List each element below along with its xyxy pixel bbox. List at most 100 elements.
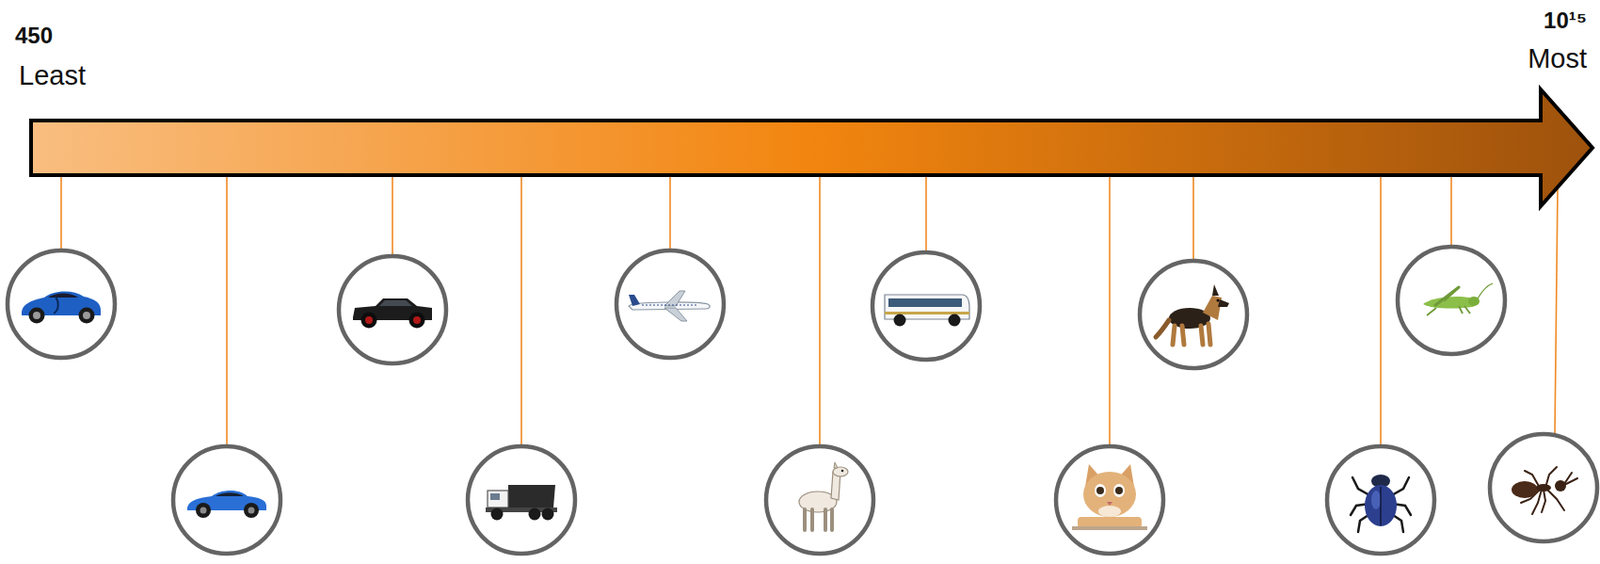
icon-circles — [7, 246, 1598, 554]
cat-icon-part — [1106, 501, 1113, 506]
scale-maximum-label: Most — [1527, 43, 1587, 75]
leader-lines-part — [225, 176, 228, 447]
icon-circles-part — [872, 252, 980, 360]
dog-icon-part — [1202, 295, 1222, 320]
ant-icon — [1511, 466, 1578, 514]
dump-truck-icon-part — [542, 508, 555, 521]
beetle-icon-part — [1379, 486, 1382, 526]
llama-icon-part — [804, 509, 832, 530]
coach-bus-icon-part — [894, 314, 907, 327]
grasshopper-icon — [1423, 283, 1493, 316]
hypercar-icon-part — [48, 293, 79, 299]
sports-car-icon-part — [215, 492, 244, 496]
ant-icon-part — [1536, 483, 1552, 492]
cat-icon-part — [1098, 505, 1121, 517]
dog-icon-part — [1155, 320, 1169, 337]
dog-icon-part-part — [1172, 325, 1175, 345]
dog-icon-part-part — [1208, 323, 1211, 345]
icon-circles-part — [173, 446, 281, 554]
llama-icon-part-part — [810, 509, 815, 530]
icon-circles-part — [766, 446, 874, 554]
icon-circles-part — [1139, 260, 1248, 368]
cat-icon-part — [1096, 486, 1104, 495]
leader-lines-part — [60, 176, 63, 251]
coach-bus-icon-part — [888, 298, 962, 307]
dog-icon-part — [1172, 323, 1211, 345]
dog-icon-part — [1217, 299, 1230, 307]
grasshopper-icon-part — [1423, 296, 1477, 309]
hypercar-icon-part — [82, 311, 91, 320]
sports-car-icon-part — [243, 502, 259, 518]
dump-truck-icon-part — [508, 484, 556, 508]
leader-lines — [61, 176, 1558, 447]
dump-truck-icon — [485, 484, 558, 521]
icon-circles-part — [1056, 446, 1164, 554]
dog-icon-part-part — [1200, 325, 1203, 345]
llama-icon-part — [833, 462, 838, 468]
leader-lines-part — [818, 176, 821, 447]
ant-icon-part — [1511, 480, 1538, 498]
cat-icon — [1072, 464, 1148, 530]
icon-circles-part — [1327, 446, 1435, 554]
ant-icon-part — [1554, 480, 1567, 492]
grasshopper-icon-part — [1426, 305, 1471, 316]
cat-icon-part — [1072, 526, 1148, 530]
muscle-car-icon-part — [361, 312, 378, 329]
icon-circles-part — [338, 256, 447, 364]
airplane-icon-part — [664, 290, 686, 306]
sports-car-icon-part — [248, 507, 256, 514]
cat-icon-part — [1094, 483, 1106, 497]
leader-lines-part — [520, 176, 523, 447]
dump-truck-icon-part — [490, 493, 500, 500]
hypercar-icon-part — [29, 307, 46, 324]
leader-lines-part — [925, 176, 928, 253]
dog-icon-part — [1216, 299, 1220, 303]
grasshopper-icon-part-part — [1458, 305, 1463, 314]
leader-lines-part — [1450, 176, 1453, 247]
dog-icon-part — [1212, 284, 1219, 296]
beetle-icon-part — [1364, 484, 1397, 527]
coach-bus-icon-part — [884, 311, 970, 315]
icon-circles-part — [1397, 246, 1505, 354]
muscle-car-icon — [352, 298, 432, 329]
grasshopper-icon-part — [1477, 283, 1493, 299]
dump-truck-icon-part — [528, 508, 542, 521]
cat-icon-part — [1083, 471, 1136, 517]
scale-maximum-value: 10¹⁵ — [1543, 7, 1587, 34]
scale-minimum-value: 450 — [15, 22, 53, 49]
scale-arrow — [31, 89, 1593, 207]
ant-icon-part-part — [1566, 478, 1578, 484]
llama-icon-part — [841, 469, 845, 473]
sports-car-icon — [187, 490, 267, 518]
leader-lines-part — [1554, 188, 1558, 434]
llama-icon-part-part — [823, 509, 828, 530]
muscle-car-icon-part — [413, 316, 421, 324]
airplane-icon-part — [628, 294, 640, 306]
llama-icon-part-part — [830, 509, 834, 530]
hypercar-icon-part — [53, 296, 59, 314]
ant-icon-part-part — [1547, 489, 1565, 511]
muscle-car-icon-part — [365, 316, 373, 324]
leader-lines-part — [1192, 176, 1195, 261]
airplane-icon-part — [641, 304, 699, 306]
dog-icon — [1155, 284, 1230, 345]
grasshopper-icon-part-part — [1464, 305, 1471, 314]
icon-circles-part — [616, 250, 724, 358]
grasshopper-icon-part — [1434, 287, 1459, 306]
sports-car-icon-part — [200, 507, 208, 514]
leader-lines-part — [391, 176, 394, 256]
icon-circles-part — [1489, 433, 1598, 542]
leader-lines-part — [1108, 176, 1111, 447]
icon-circles-part — [467, 446, 576, 554]
ant-icon-part-part — [1541, 489, 1546, 512]
dog-icon-part-part — [1182, 325, 1184, 345]
muscle-car-icon-part — [409, 312, 426, 329]
beetle-icon-part — [1371, 490, 1381, 510]
cat-icon-part — [1113, 483, 1125, 497]
beetle-icon — [1350, 474, 1411, 532]
grasshopper-icon-part-part — [1426, 307, 1437, 316]
sports-car-icon-part — [195, 502, 211, 518]
dump-truck-icon-part — [491, 508, 504, 521]
